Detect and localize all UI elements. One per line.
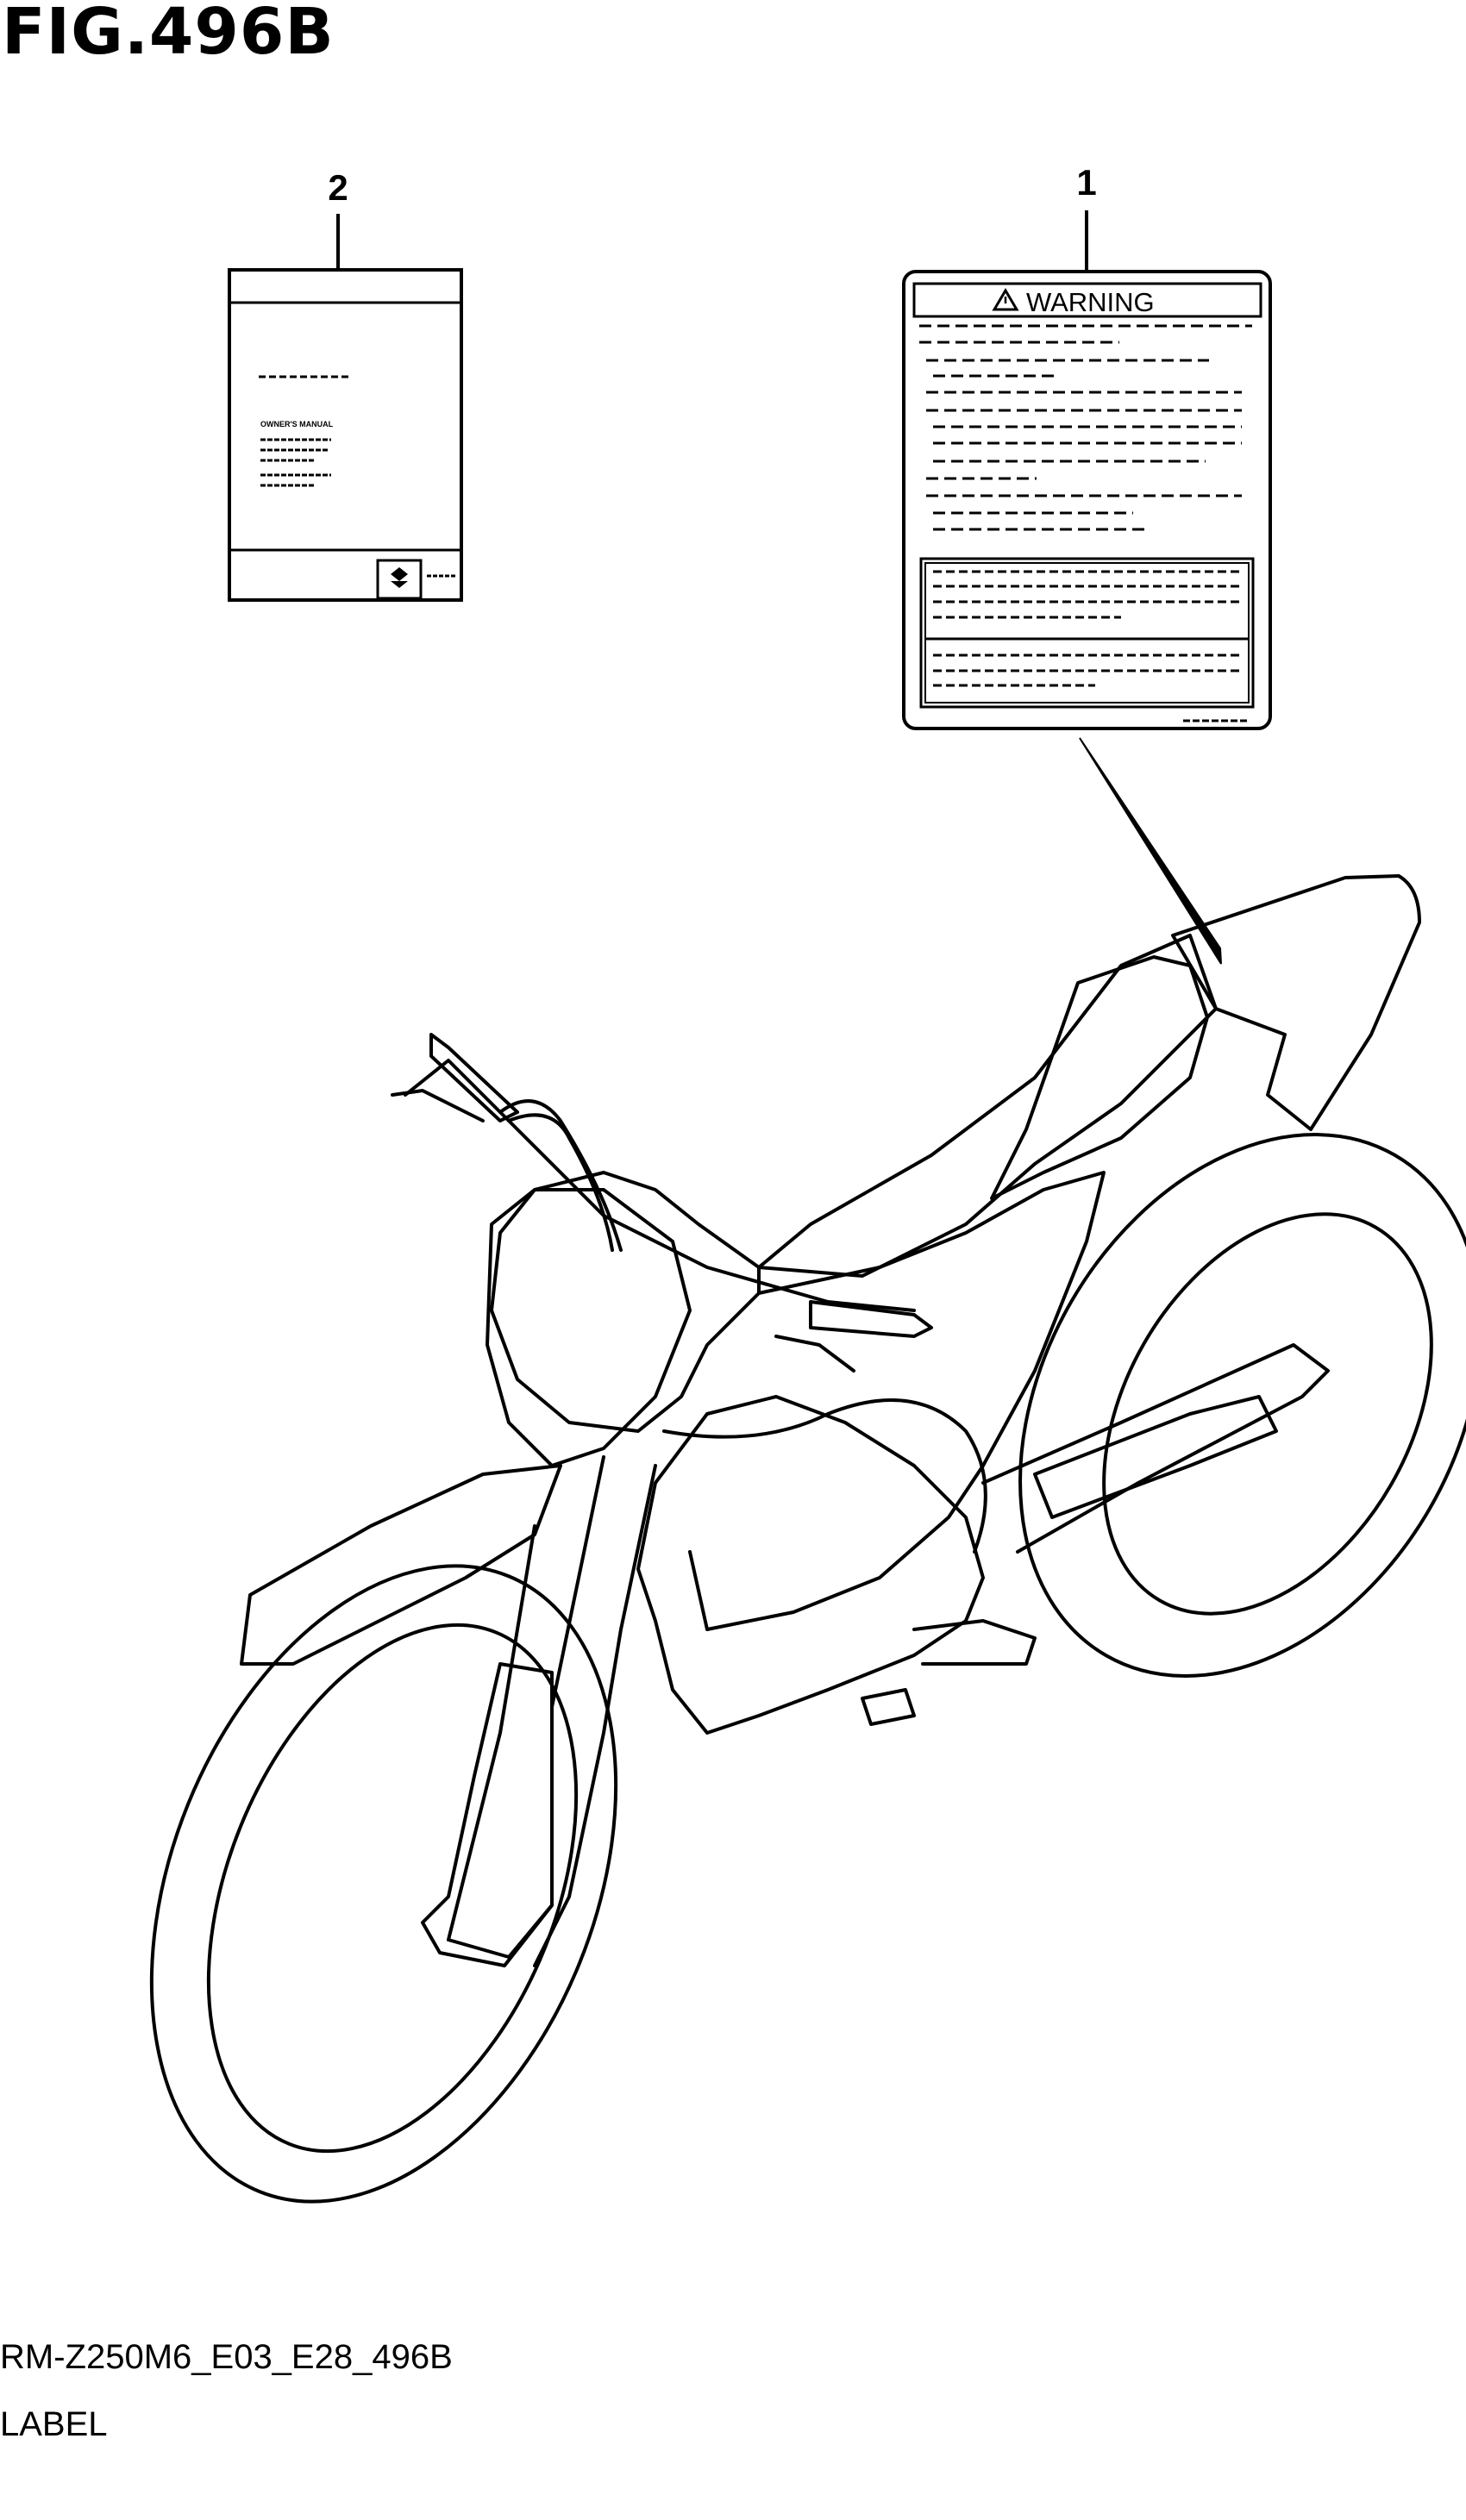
handlebar-right-grip bbox=[809, 1300, 933, 1338]
label-location-pointer bbox=[1079, 737, 1222, 965]
warning-triangle-icon bbox=[992, 288, 1019, 311]
warning-header-box bbox=[912, 282, 1262, 318]
fork-guard bbox=[421, 1662, 554, 1967]
owners-manual-part[interactable]: 2 OWNER'S MANUAL bbox=[228, 167, 463, 602]
rear-rim bbox=[1102, 1212, 1433, 1616]
clutch-lever bbox=[774, 1335, 855, 1373]
engine bbox=[636, 1395, 985, 1735]
front-fork-right bbox=[533, 1464, 657, 1967]
motorcycle-illustration bbox=[149, 874, 1466, 2204]
callout-number-1[interactable]: 1 bbox=[1076, 162, 1096, 203]
fuel-tank bbox=[490, 1171, 761, 1433]
seat bbox=[757, 934, 1218, 1278]
warning-inner-box-frame bbox=[924, 562, 1250, 703]
kickstand bbox=[861, 1688, 916, 1726]
diagram-code: RM-Z250M6_E03_E28_496B bbox=[0, 2338, 453, 2376]
warning-text-lines bbox=[919, 324, 1252, 531]
cables bbox=[498, 1099, 623, 1252]
rear-tire bbox=[1018, 1133, 1466, 1678]
manual-text-lines bbox=[260, 438, 331, 487]
suzuki-logo-mark bbox=[391, 567, 408, 588]
callout-number-2[interactable]: 2 bbox=[328, 167, 348, 208]
warning-header-text: WARNING bbox=[1026, 287, 1155, 317]
brake-lever bbox=[391, 1089, 485, 1122]
swingarm bbox=[981, 1343, 1330, 1554]
chain-guard bbox=[1033, 1395, 1278, 1519]
handlebar-left-grip bbox=[429, 1033, 519, 1122]
front-number-plate bbox=[486, 1188, 692, 1467]
frame bbox=[688, 1171, 1106, 1631]
manual-cover bbox=[228, 268, 463, 602]
manual-heading: OWNER'S MANUAL bbox=[260, 420, 334, 428]
warning-inner-text-lines bbox=[933, 570, 1242, 687]
warning-label-part[interactable]: 1 WARNING bbox=[902, 162, 1272, 965]
footpeg bbox=[912, 1619, 1037, 1666]
diagram-subtitle: LABEL bbox=[0, 2405, 108, 2443]
front-fork-left bbox=[447, 1455, 605, 1959]
front-fender bbox=[240, 1464, 562, 1666]
warning-inner-box bbox=[919, 557, 1255, 709]
rear-fender bbox=[1171, 874, 1421, 1131]
figure-title: FIG.496B bbox=[2, 0, 335, 69]
front-tire bbox=[149, 1564, 618, 2204]
side-panel bbox=[990, 955, 1209, 1200]
